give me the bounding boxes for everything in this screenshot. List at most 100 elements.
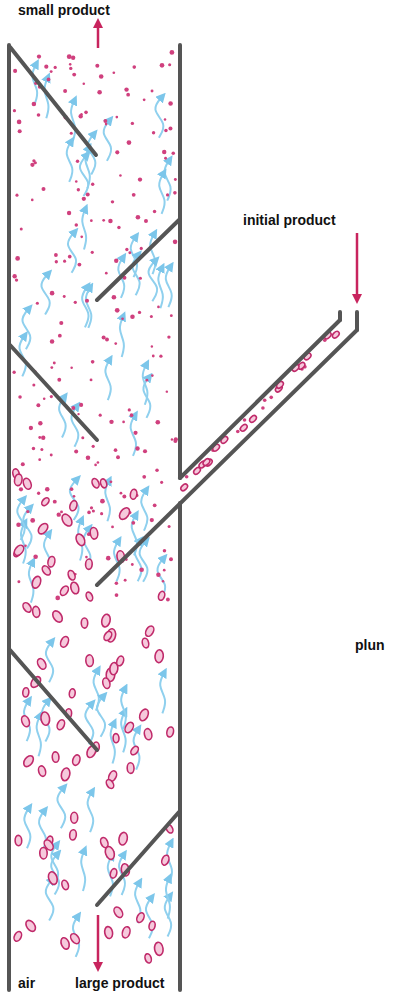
- coarse-particle: [69, 581, 80, 595]
- fine-particle: [38, 421, 42, 425]
- coarse-particle: [100, 613, 111, 627]
- fine-particle: [38, 458, 41, 461]
- fine-particle: [91, 251, 94, 254]
- feed-chute: [180, 320, 340, 478]
- fine-particle: [150, 518, 154, 522]
- fine-particle: [36, 403, 40, 407]
- fine-particle: [109, 420, 113, 424]
- fine-particle: [63, 295, 66, 298]
- fine-particle: [54, 66, 57, 69]
- fine-particle: [122, 421, 125, 424]
- fine-particle: [105, 338, 109, 342]
- air-flow-arrow: [82, 207, 86, 249]
- coarse-particle: [109, 868, 118, 879]
- air-flow-arrow: [155, 96, 163, 138]
- coarse-particle: [85, 591, 94, 602]
- fine-particle: [47, 78, 51, 82]
- coarse-particle: [22, 687, 29, 697]
- fine-particle: [54, 253, 58, 257]
- coarse-particle: [112, 905, 124, 919]
- coarse-particle: [56, 719, 66, 731]
- feed-chute: [97, 330, 357, 585]
- coarse-particle: [102, 677, 111, 689]
- fine-particle: [164, 129, 167, 132]
- feed-arrow: [356, 233, 359, 300]
- chute-lip: [338, 312, 342, 320]
- coarse-particle: [22, 477, 33, 490]
- fine-particle: [77, 188, 80, 191]
- coarse-particle: [85, 655, 93, 667]
- fine-particle: [97, 90, 102, 95]
- coarse-particle: [154, 942, 164, 956]
- coarse-particle: [59, 937, 70, 951]
- fine-particle: [77, 263, 81, 267]
- coarse-particle: [99, 478, 107, 489]
- fine-particle: [50, 70, 53, 73]
- fine-particle: [29, 426, 33, 430]
- fine-particle: [99, 414, 102, 417]
- coarse-particle: [21, 601, 32, 613]
- fine-particle: [116, 116, 119, 119]
- fine-particle: [50, 453, 53, 456]
- fine-particle: [13, 109, 16, 112]
- air-flow-arrow: [81, 849, 85, 891]
- coarse-particle: [47, 556, 56, 568]
- fine-particle: [132, 193, 136, 197]
- fine-particle: [103, 119, 107, 123]
- baffle: [10, 650, 97, 750]
- fine-particle: [155, 420, 160, 425]
- fine-particle: [32, 447, 35, 450]
- air-flow-arrow: [86, 286, 92, 328]
- coarse-particle: [61, 879, 70, 890]
- fine-particle: [87, 511, 91, 515]
- fine-particle: [24, 544, 27, 547]
- fine-particle: [41, 187, 45, 191]
- fine-particle: [90, 219, 93, 222]
- air-flow-arrow: [46, 640, 53, 682]
- air-flow-arrow: [105, 358, 110, 400]
- fine-particle: [21, 462, 25, 466]
- coarse-particle: [143, 728, 153, 741]
- fine-particle: [261, 406, 265, 410]
- coarse-particle: [130, 489, 138, 500]
- fine-particle: [16, 522, 20, 526]
- fine-particle: [135, 446, 139, 450]
- fine-particle: [150, 315, 153, 318]
- coarse-particle: [40, 496, 50, 507]
- coarse-particle: [157, 590, 166, 601]
- air-flow-arrow: [159, 172, 164, 214]
- fine-particle: [167, 335, 170, 338]
- coarse-particle: [144, 625, 156, 638]
- fine-particle: [18, 129, 22, 133]
- fine-particle: [136, 215, 141, 220]
- classifier-walls: [9, 45, 357, 990]
- fine-particle: [171, 151, 175, 155]
- baffle: [97, 220, 179, 300]
- coarse-particle: [67, 569, 77, 581]
- coarse-particle: [60, 512, 74, 527]
- coarse-particle: [71, 754, 81, 766]
- fine-particle: [114, 342, 117, 345]
- fine-particle: [112, 295, 117, 300]
- fine-particle: [105, 123, 108, 126]
- fine-particle: [146, 379, 149, 382]
- fine-particle: [50, 339, 54, 343]
- fine-particle: [45, 487, 50, 492]
- coarse-particle: [180, 483, 189, 492]
- coarse-particle: [41, 564, 52, 576]
- fine-particle: [128, 408, 131, 411]
- air-flow-arrow: [88, 790, 94, 832]
- baffle: [97, 812, 179, 905]
- air-flow-arrow: [141, 489, 147, 531]
- fine-particle: [143, 449, 147, 453]
- callout-label: initial product: [243, 212, 336, 228]
- fine-particle: [55, 260, 58, 263]
- fine-particle: [236, 430, 240, 434]
- fine-particle: [171, 438, 173, 440]
- coarse-particle: [104, 926, 114, 939]
- fine-particle: [15, 256, 20, 261]
- air-flow-arrow: [67, 140, 73, 182]
- fine-particle: [40, 448, 43, 451]
- fine-particle: [153, 210, 156, 213]
